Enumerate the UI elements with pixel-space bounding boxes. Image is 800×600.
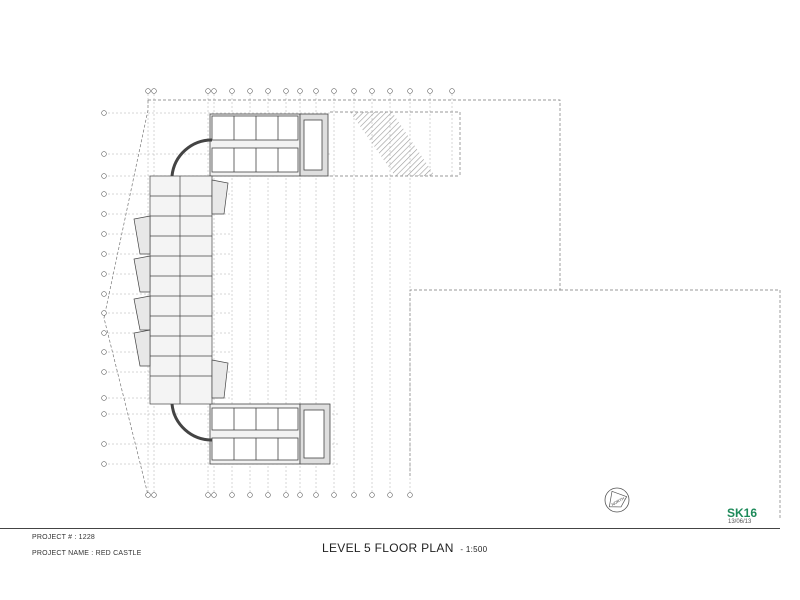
- project-number: PROJECT # : 1228: [32, 534, 95, 541]
- project-name: PROJECT NAME : RED CASTLE: [32, 550, 142, 557]
- grid-lines-vertical: [147, 94, 453, 492]
- drawing-title: LEVEL 5 FLOOR PLAN - 1:500: [322, 541, 488, 555]
- project-name-value: RED CASTLE: [95, 550, 142, 557]
- grid-markers: [101, 88, 455, 498]
- hatched-void: [350, 112, 435, 176]
- top-wing: [170, 113, 329, 177]
- north-arrow: NORTH: [604, 487, 630, 513]
- north-label: NORTH: [610, 496, 625, 507]
- title-block-divider: [0, 528, 780, 529]
- west-block: [133, 175, 229, 405]
- sheet-date: 13/06/13: [728, 519, 752, 525]
- sheet-number: SK16: [727, 506, 758, 520]
- project-name-label: PROJECT NAME :: [32, 550, 94, 557]
- title-block: [0, 522, 800, 600]
- project-number-label: PROJECT # :: [32, 534, 77, 541]
- project-number-value: 1228: [78, 534, 96, 541]
- drawing-scale: 1:500: [465, 545, 488, 554]
- drawing-title-text: LEVEL 5 FLOOR PLAN: [322, 541, 454, 555]
- bottom-wing: [170, 403, 331, 465]
